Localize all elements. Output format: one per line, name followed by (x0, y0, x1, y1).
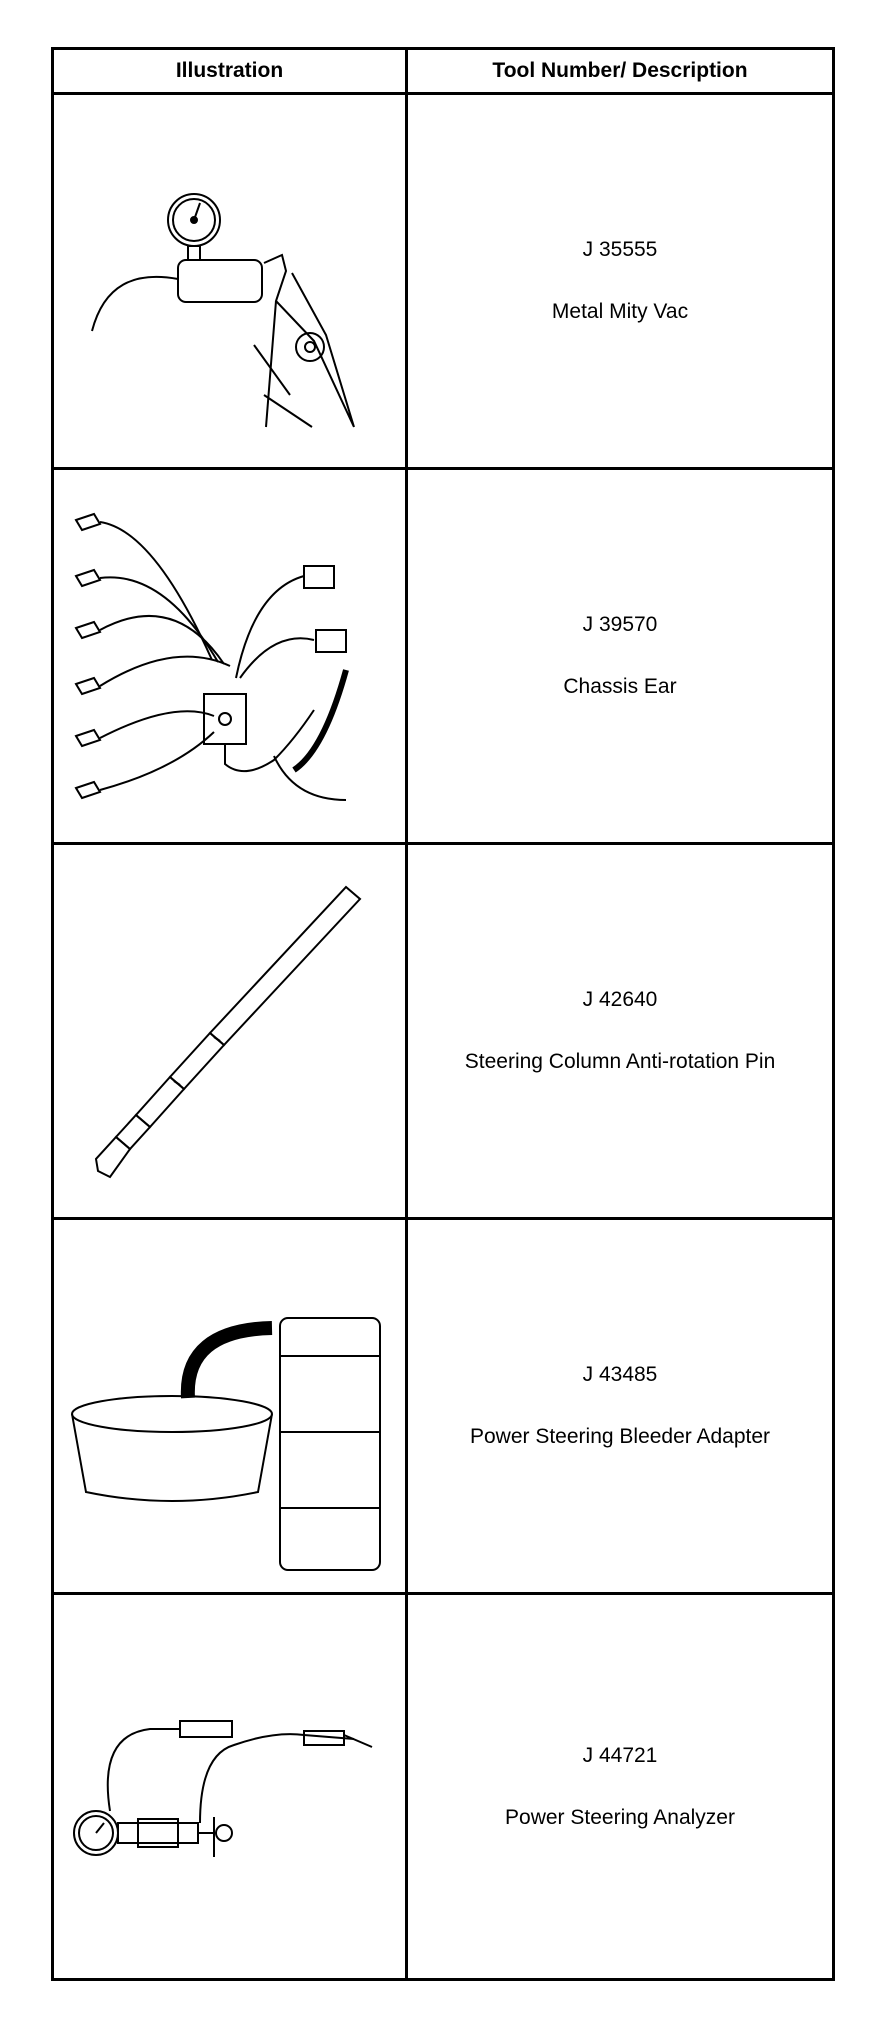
header-description: Tool Number/ Description (492, 59, 748, 82)
header-illustration: Illustration (175, 59, 284, 82)
analyzer-icon (54, 1595, 405, 1978)
table-row: J 44721 Power Steering Analyzer (54, 1595, 832, 1978)
tool-number: J 44721 (582, 1743, 658, 1767)
tool-description-cell: J 35555 Metal Mity Vac (408, 95, 832, 467)
chassis-ear-icon (54, 470, 405, 842)
table-row: J 35555 Metal Mity Vac (54, 95, 832, 467)
row-divider (54, 467, 832, 470)
tool-number: J 35555 (582, 238, 658, 261)
table-row: J 43485 Power Steering Bleeder Adapter (54, 1220, 832, 1592)
vacuum-pump-icon (54, 95, 405, 467)
tool-number: J 39570 (582, 613, 658, 636)
tool-description-cell: J 42640 Steering Column Anti-rotation Pi… (408, 845, 832, 1217)
tool-name: Power Steering Bleeder Adapter (469, 1425, 771, 1448)
tool-description-cell: J 43485 Power Steering Bleeder Adapter (408, 1220, 832, 1592)
row-divider (54, 842, 832, 845)
row-divider (54, 1592, 832, 1595)
table-row: J 42640 Steering Column Anti-rotation Pi… (54, 845, 832, 1217)
tool-number: J 43485 (582, 1363, 658, 1386)
table-header: Illustration Tool Number/ Description (54, 50, 832, 95)
tool-number: J 42640 (582, 988, 658, 1011)
tool-description-cell: J 39570 Chassis Ear (408, 470, 832, 842)
anti-rotation-pin-icon (54, 845, 405, 1217)
tool-description-cell: J 44721 Power Steering Analyzer (408, 1595, 832, 1978)
bleeder-adapter-icon (54, 1220, 405, 1592)
tool-table: Illustration Tool Number/ Description J … (51, 47, 835, 1981)
column-divider (405, 50, 408, 1978)
tool-name: Power Steering Analyzer (505, 1805, 735, 1829)
tool-name: Metal Mity Vac (551, 300, 689, 323)
tool-name: Chassis Ear (563, 675, 677, 698)
tool-name: Steering Column Anti-rotation Pin (464, 1050, 776, 1073)
row-divider (54, 1217, 832, 1220)
table-row: J 39570 Chassis Ear (54, 470, 832, 842)
